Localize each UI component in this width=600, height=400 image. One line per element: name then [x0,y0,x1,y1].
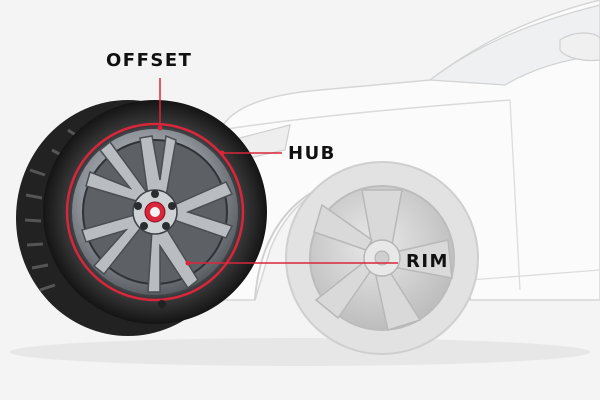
rim-spokes [81,134,234,293]
hub-label: HUB [288,143,336,164]
main-wheel [16,100,267,336]
callout-lines [159,78,398,264]
tire-tread-pattern [24,128,81,292]
spoke-right [171,181,234,239]
car-door-line [509,99,521,291]
car-hood-line [219,99,511,131]
rim-label: RIM [406,251,449,272]
valve-stem [158,300,166,308]
spoke-bottom-left [81,213,143,276]
mounted-spokes [313,189,453,331]
lug-nuts [134,190,176,230]
offset-label: OFFSET [106,50,193,71]
mounted-wheel [285,161,479,355]
spoke-left [85,140,149,203]
callout-dots [157,125,225,266]
spoke-bottom-right [147,227,199,293]
car-side-sill [469,269,600,281]
rim-edge-highlight [65,122,245,302]
car-mirror [559,32,600,62]
spoke-top [139,134,177,197]
ground-shadow [10,338,590,366]
